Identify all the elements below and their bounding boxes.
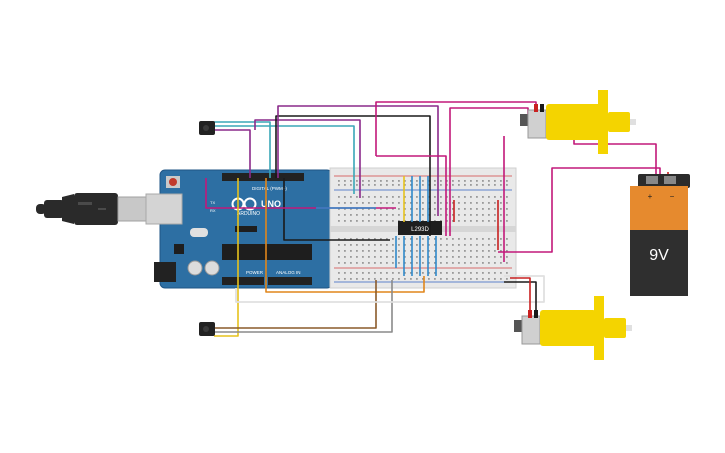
analog-header-label: ANALOG IN (276, 270, 301, 275)
wire-purple-bb[interactable] (254, 119, 361, 198)
wire-white[interactable] (235, 275, 545, 303)
wire-orange[interactable] (265, 178, 425, 293)
wire-red-motor-bottom[interactable] (510, 277, 531, 318)
wire-cyan-bb[interactable] (214, 125, 355, 194)
battery-voltage-label: 9V (649, 247, 669, 264)
wire-gray-ir-bottom[interactable] (214, 280, 393, 333)
battery-minus-label: − (670, 192, 675, 201)
power-header-label: POWER (246, 270, 264, 275)
wire-magenta-motor-1[interactable] (375, 101, 537, 156)
digital-header-label: DIGITAL (PWM~) (252, 186, 287, 191)
wire-black-2[interactable] (283, 178, 390, 241)
tx-label: TX (210, 200, 215, 205)
wire-black-1[interactable] (275, 115, 431, 236)
wire-purple-ir-top[interactable] (214, 129, 251, 178)
wire-battery-plus[interactable] (498, 167, 661, 253)
arduino-uno-board[interactable]: ARDUINO UNO DIGITAL (PWM~) POWER ANALOG … (145, 169, 333, 289)
arduino-brand: ARDUINO (237, 211, 260, 217)
ir-receiver-bottom[interactable] (199, 322, 215, 336)
arduino-model: UNO (261, 199, 281, 209)
wire-purple-loop[interactable] (277, 105, 439, 216)
ir-receiver-top[interactable] (199, 121, 215, 135)
motor-driver-chip[interactable]: L293D (398, 221, 442, 235)
wire-brown-ir-bottom[interactable] (214, 280, 377, 329)
dc-motor-bottom[interactable] (514, 296, 632, 360)
chip-label: L293D (411, 227, 429, 233)
wire-yellow-ir-bottom[interactable] (214, 178, 239, 337)
battery-plus-label: + (648, 192, 653, 201)
wire-cyan-ir-top[interactable] (214, 121, 271, 178)
wires (205, 101, 669, 337)
rx-label: RX (210, 208, 216, 213)
wire-black-motor-bottom[interactable] (504, 281, 537, 318)
dc-motor-top[interactable] (520, 90, 636, 154)
wire-magenta-motor-2[interactable] (376, 155, 447, 236)
battery-9v[interactable]: + − 9V (630, 174, 690, 296)
